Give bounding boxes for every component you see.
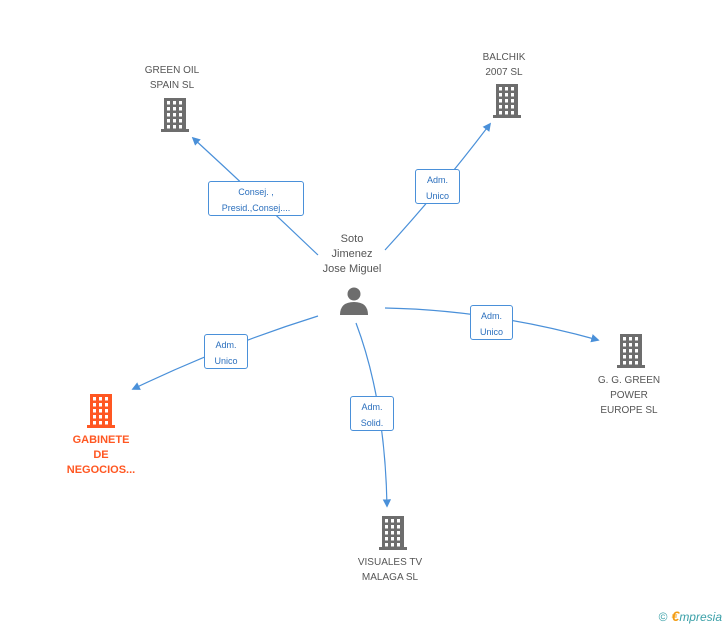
company-name-visuales[interactable]: VISUALES TV MALAGA SL	[357, 557, 423, 583]
company-name-balchik[interactable]: BALCHIK 2007 SL	[482, 52, 526, 78]
company-name-gg-green[interactable]: G. G. GREEN POWER EUROPE SL	[597, 375, 661, 416]
company-name-gabinete[interactable]: GABINETE DE NEGOCIOS...	[66, 434, 136, 476]
building-icon-gg-green[interactable]	[617, 334, 645, 368]
person-icon[interactable]	[340, 287, 368, 316]
brand-logo: ©€mpresia	[659, 608, 722, 624]
company-name-green-oil[interactable]: GREEN OIL SPAIN SL	[144, 65, 200, 91]
copyright-symbol: ©	[658, 610, 668, 624]
brand-initial: €	[671, 608, 680, 624]
building-icon-balchik[interactable]	[493, 84, 521, 118]
relation-label-gg-green[interactable]: Adm. Unico	[470, 305, 513, 340]
building-icon-gabinete[interactable]	[87, 394, 115, 428]
brand-name: mpresia	[679, 610, 722, 624]
relation-label-green-oil[interactable]: Consej. , Presid.,Consej....	[208, 181, 304, 216]
building-icon-green-oil[interactable]	[161, 98, 189, 132]
building-icon-visuales[interactable]	[379, 516, 407, 550]
relation-label-balchik[interactable]: Adm. Unico	[415, 169, 460, 204]
center-person-name[interactable]: Soto Jimenez Jose Miguel	[322, 233, 382, 275]
relation-label-gabinete[interactable]: Adm. Unico	[204, 334, 248, 369]
relation-label-visuales[interactable]: Adm. Solid.	[350, 396, 394, 431]
